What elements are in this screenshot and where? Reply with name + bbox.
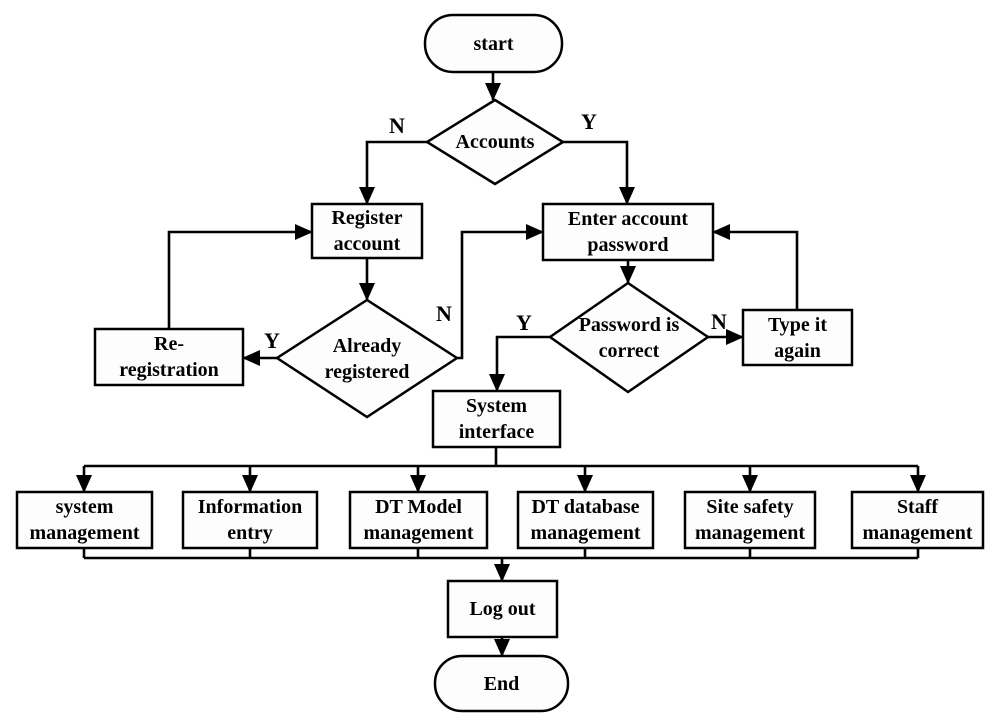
system-management-node <box>15 490 154 550</box>
arrow-password-yes-to-system-interface <box>489 335 550 392</box>
password-correct-decision-node <box>547 281 711 394</box>
log-out-node <box>446 579 559 639</box>
accounts-decision-node <box>424 98 566 186</box>
arrow-already-no-to-enter-password <box>457 224 544 360</box>
start-node <box>423 13 564 74</box>
type-it-again-node <box>741 308 854 367</box>
staff-management-node <box>850 490 985 550</box>
dt-database-management-node <box>516 490 655 550</box>
re-registration-node <box>93 327 245 387</box>
flow-connectors <box>76 72 926 657</box>
site-safety-management-node <box>683 490 817 550</box>
information-entry-node <box>181 490 319 550</box>
register-account-node <box>310 202 424 260</box>
arrow-re-registration-to-register <box>167 224 313 329</box>
end-node <box>433 654 570 713</box>
already-registered-decision-node <box>274 298 460 419</box>
flow-nodes <box>15 13 985 713</box>
system-interface-node <box>431 389 562 449</box>
enter-account-password-node <box>541 202 715 262</box>
arrow-accounts-yes-to-enter-password <box>563 140 635 205</box>
dt-model-management-node <box>348 490 489 550</box>
arrow-type-again-to-enter-password <box>712 224 799 310</box>
arrow-accounts-no-to-register <box>359 140 427 205</box>
